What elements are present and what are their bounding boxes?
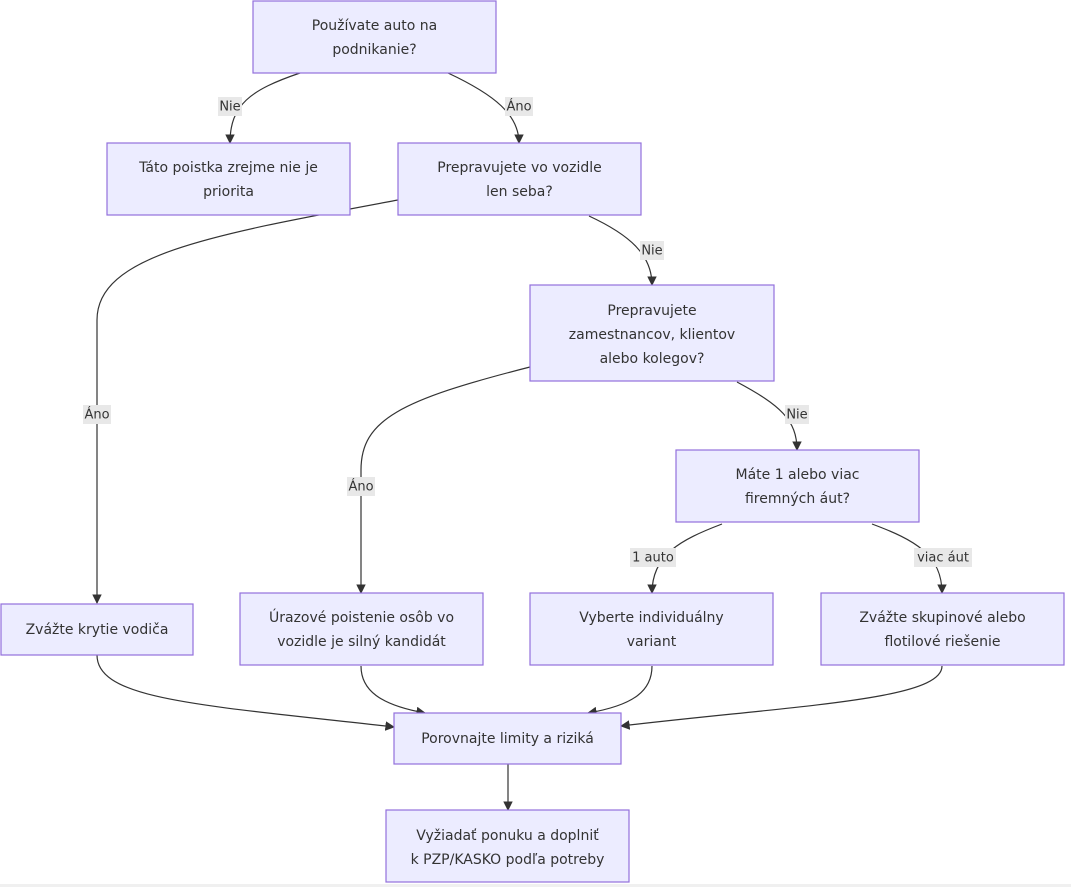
node-transports-only-self: Prepravujete vo vozidle len seba? bbox=[397, 142, 642, 216]
edge-accident-compare bbox=[360, 665, 426, 717]
edge-label-one-car: 1 auto bbox=[630, 548, 676, 567]
node-request-offer: Vyžiadať ponuku a doplniť k PZP/KASKO po… bbox=[385, 809, 630, 883]
svg-text:Áno: Áno bbox=[84, 407, 109, 423]
svg-text:flotilové riešenie: flotilové riešenie bbox=[884, 634, 1000, 650]
svg-text:len seba?: len seba? bbox=[486, 184, 553, 200]
edge-label-business-yes: Áno bbox=[505, 97, 533, 116]
edge-label-self-yes: Áno bbox=[83, 405, 111, 424]
node-not-priority: Táto poistka zrejme nie je priorita bbox=[106, 142, 351, 216]
edge-driver-compare bbox=[96, 654, 395, 731]
svg-text:Vyžiadať ponuku a doplniť: Vyžiadať ponuku a doplniť bbox=[416, 828, 599, 844]
svg-text:zamestnancov, klientov: zamestnancov, klientov bbox=[569, 327, 735, 343]
svg-text:Áno: Áno bbox=[506, 99, 531, 115]
edge-label-more-cars: viac áut bbox=[914, 548, 972, 567]
edge-individual-compare bbox=[587, 665, 653, 717]
svg-text:viac áut: viac áut bbox=[917, 551, 969, 566]
svg-text:Máte 1 alebo viac: Máte 1 alebo viac bbox=[735, 467, 859, 483]
node-accident-insurance: Úrazové poistenie osôb vo vozidle je sil… bbox=[239, 592, 484, 666]
svg-text:Nie: Nie bbox=[786, 408, 807, 423]
svg-text:Zvážte skupinové alebo: Zvážte skupinové alebo bbox=[859, 610, 1025, 626]
svg-text:alebo kolegov?: alebo kolegov? bbox=[600, 351, 705, 367]
svg-text:Úrazové poistenie osôb vo: Úrazové poistenie osôb vo bbox=[269, 608, 454, 626]
node-uses-car-for-business: Používate auto na podnikanie? bbox=[252, 0, 497, 74]
edge-label-business-no: Nie bbox=[218, 97, 242, 116]
edge-label-passengers-no: Nie bbox=[785, 405, 809, 424]
svg-text:k PZP/KASKO podľa potreby: k PZP/KASKO podľa potreby bbox=[411, 852, 605, 868]
svg-text:Nie: Nie bbox=[219, 100, 240, 115]
node-group-fleet: Zvážte skupinové alebo flotilové riešeni… bbox=[820, 592, 1065, 666]
svg-text:Zvážte krytie vodiča: Zvážte krytie vodiča bbox=[26, 622, 169, 638]
svg-text:Porovnajte limity a riziká: Porovnajte limity a riziká bbox=[421, 731, 594, 747]
edge-self-no bbox=[588, 215, 657, 286]
svg-text:Prepravujete: Prepravujete bbox=[607, 303, 696, 319]
svg-text:Používate auto na: Používate auto na bbox=[312, 18, 437, 34]
node-fleet-size: Máte 1 alebo viac firemných áut? bbox=[675, 449, 920, 523]
edge-passengers-yes bbox=[356, 366, 531, 594]
svg-text:Áno: Áno bbox=[348, 479, 373, 495]
edge-passengers-no bbox=[736, 381, 802, 451]
svg-text:Prepravujete vo vozidle: Prepravujete vo vozidle bbox=[437, 160, 601, 176]
svg-text:1 auto: 1 auto bbox=[632, 551, 674, 566]
edge-label-self-no: Nie bbox=[640, 241, 664, 260]
svg-text:Táto poistka zrejme nie je: Táto poistka zrejme nie je bbox=[138, 160, 318, 176]
node-individual-variant: Vyberte individuálny variant bbox=[529, 592, 774, 666]
edge-self-yes bbox=[92, 199, 399, 604]
edge-label-passengers-yes: Áno bbox=[347, 477, 375, 496]
svg-text:Nie: Nie bbox=[641, 244, 662, 259]
node-transports-employees: Prepravujete zamestnancov, klientov aleb… bbox=[529, 284, 775, 382]
node-driver-cover: Zvážte krytie vodiča bbox=[0, 603, 194, 656]
svg-text:Vyberte individuálny: Vyberte individuálny bbox=[579, 610, 723, 626]
edge-business-yes bbox=[447, 72, 524, 144]
svg-text:priorita: priorita bbox=[203, 184, 254, 200]
edge-business-no bbox=[225, 72, 301, 144]
node-compare-limits: Porovnajte limity a riziká bbox=[393, 712, 622, 765]
svg-text:vozidle je silný kandidát: vozidle je silný kandidát bbox=[277, 634, 446, 650]
bottom-bar bbox=[0, 884, 1071, 887]
svg-text:variant: variant bbox=[627, 634, 677, 650]
edge-group-compare bbox=[620, 665, 943, 730]
svg-text:firemných áut?: firemných áut? bbox=[745, 491, 850, 507]
svg-text:podnikanie?: podnikanie? bbox=[332, 42, 416, 58]
